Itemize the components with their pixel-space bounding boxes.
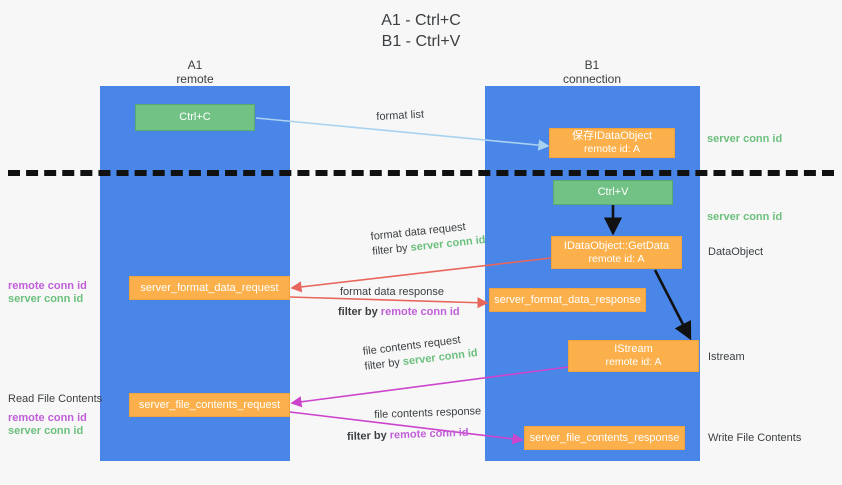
filter-prefix: filter by xyxy=(338,306,381,318)
edge-label-format-list: format list xyxy=(376,108,424,125)
node-server-file-contents-request-label: server_file_contents_request xyxy=(138,398,281,411)
filter-prefix: filter by xyxy=(363,356,404,373)
node-ctrl-v[interactable]: Ctrl+V xyxy=(553,180,673,205)
lane-header-a1: A1 remote xyxy=(120,58,270,86)
annotation-remote-conn-id-2: remote conn id xyxy=(8,412,87,424)
node-server-file-contents-response-label: server_file_contents_response xyxy=(529,431,680,444)
node-server-format-data-response-label: server_format_data_response xyxy=(494,293,641,306)
node-ctrl-c[interactable]: Ctrl+C xyxy=(135,104,255,131)
node-idataobject-label: 保存IDataObject xyxy=(571,130,653,142)
node-getdata-label: IDataObject::GetData xyxy=(563,239,670,252)
title-line-1: A1 - Ctrl+C xyxy=(381,12,461,29)
edge-format-data-response-title: format data response xyxy=(340,286,444,298)
filter-key-remote-conn-id: remote conn id xyxy=(380,306,460,318)
edge-label-format-data-response: format data response filter by remote co… xyxy=(338,285,460,320)
node-server-format-data-request[interactable]: server_format_data_request xyxy=(129,276,290,300)
node-server-file-contents-response[interactable]: server_file_contents_response xyxy=(524,426,685,450)
filter-key-remote-conn-id: remote conn id xyxy=(389,426,469,442)
connector-getdata-istream xyxy=(653,269,692,341)
lane-b1-subtitle: connection xyxy=(562,72,622,86)
node-istream-label: IStream xyxy=(614,343,653,355)
annotation-istream: Istream xyxy=(708,351,745,363)
page-title: A1 - Ctrl+C B1 - Ctrl+V xyxy=(0,10,842,52)
lane-header-b1: B1 connection xyxy=(517,58,667,86)
lane-b1-name: B1 xyxy=(584,58,600,72)
connector-file-contents-response xyxy=(289,411,524,445)
filter-prefix: filter by xyxy=(346,429,390,443)
node-getdata-sub: remote id: A xyxy=(588,252,645,265)
node-istream-sub: remote id: A xyxy=(605,356,662,368)
node-server-format-data-request-label: server_format_data_request xyxy=(140,281,279,294)
connector-file-contents-request xyxy=(290,366,569,408)
node-istream[interactable]: IStream remote id: A xyxy=(568,340,699,372)
lane-a1-name: A1 xyxy=(187,58,203,72)
node-idataobject-sub: remote id: A xyxy=(583,143,641,155)
edge-label-file-contents-response: file contents response filter by remote … xyxy=(347,404,482,444)
edge-file-contents-response-title: file contents response xyxy=(374,405,482,421)
node-server-file-contents-request[interactable]: server_file_contents_request xyxy=(129,393,290,417)
title-line-2: B1 - Ctrl+V xyxy=(381,33,461,50)
connector-format-data-request xyxy=(290,257,552,293)
node-server-format-data-response[interactable]: server_format_data_response xyxy=(489,288,646,312)
connector-format-data-response xyxy=(289,296,489,309)
edge-format-data-response-filter: filter by remote conn id xyxy=(338,305,460,320)
node-ctrl-v-label: Ctrl+V xyxy=(597,186,629,198)
annotation-write-file-contents: Write File Contents xyxy=(708,432,802,444)
annotation-remote-conn-id-1: remote conn id xyxy=(8,280,87,292)
annotation-server-conn-id-mid: server conn id xyxy=(707,211,783,223)
filter-prefix: filter by xyxy=(371,241,412,258)
edge-label-format-list-text: format list xyxy=(376,108,425,123)
phase-divider xyxy=(8,170,834,176)
annotation-read-file-contents: Read File Contents xyxy=(8,393,103,405)
connector-format-list xyxy=(255,117,550,151)
lane-a1-subtitle: remote xyxy=(176,72,214,86)
annotation-server-conn-id-2: server conn id xyxy=(8,425,84,437)
node-ctrl-c-label: Ctrl+C xyxy=(179,111,211,123)
annotation-server-conn-id-top: server conn id xyxy=(707,133,783,145)
annotation-dataobject: DataObject xyxy=(708,246,764,258)
node-idataobject[interactable]: 保存IDataObject remote id: A xyxy=(549,128,675,158)
node-getdata[interactable]: IDataObject::GetData remote id: A xyxy=(551,236,682,269)
annotation-server-conn-id-1: server conn id xyxy=(8,293,84,305)
